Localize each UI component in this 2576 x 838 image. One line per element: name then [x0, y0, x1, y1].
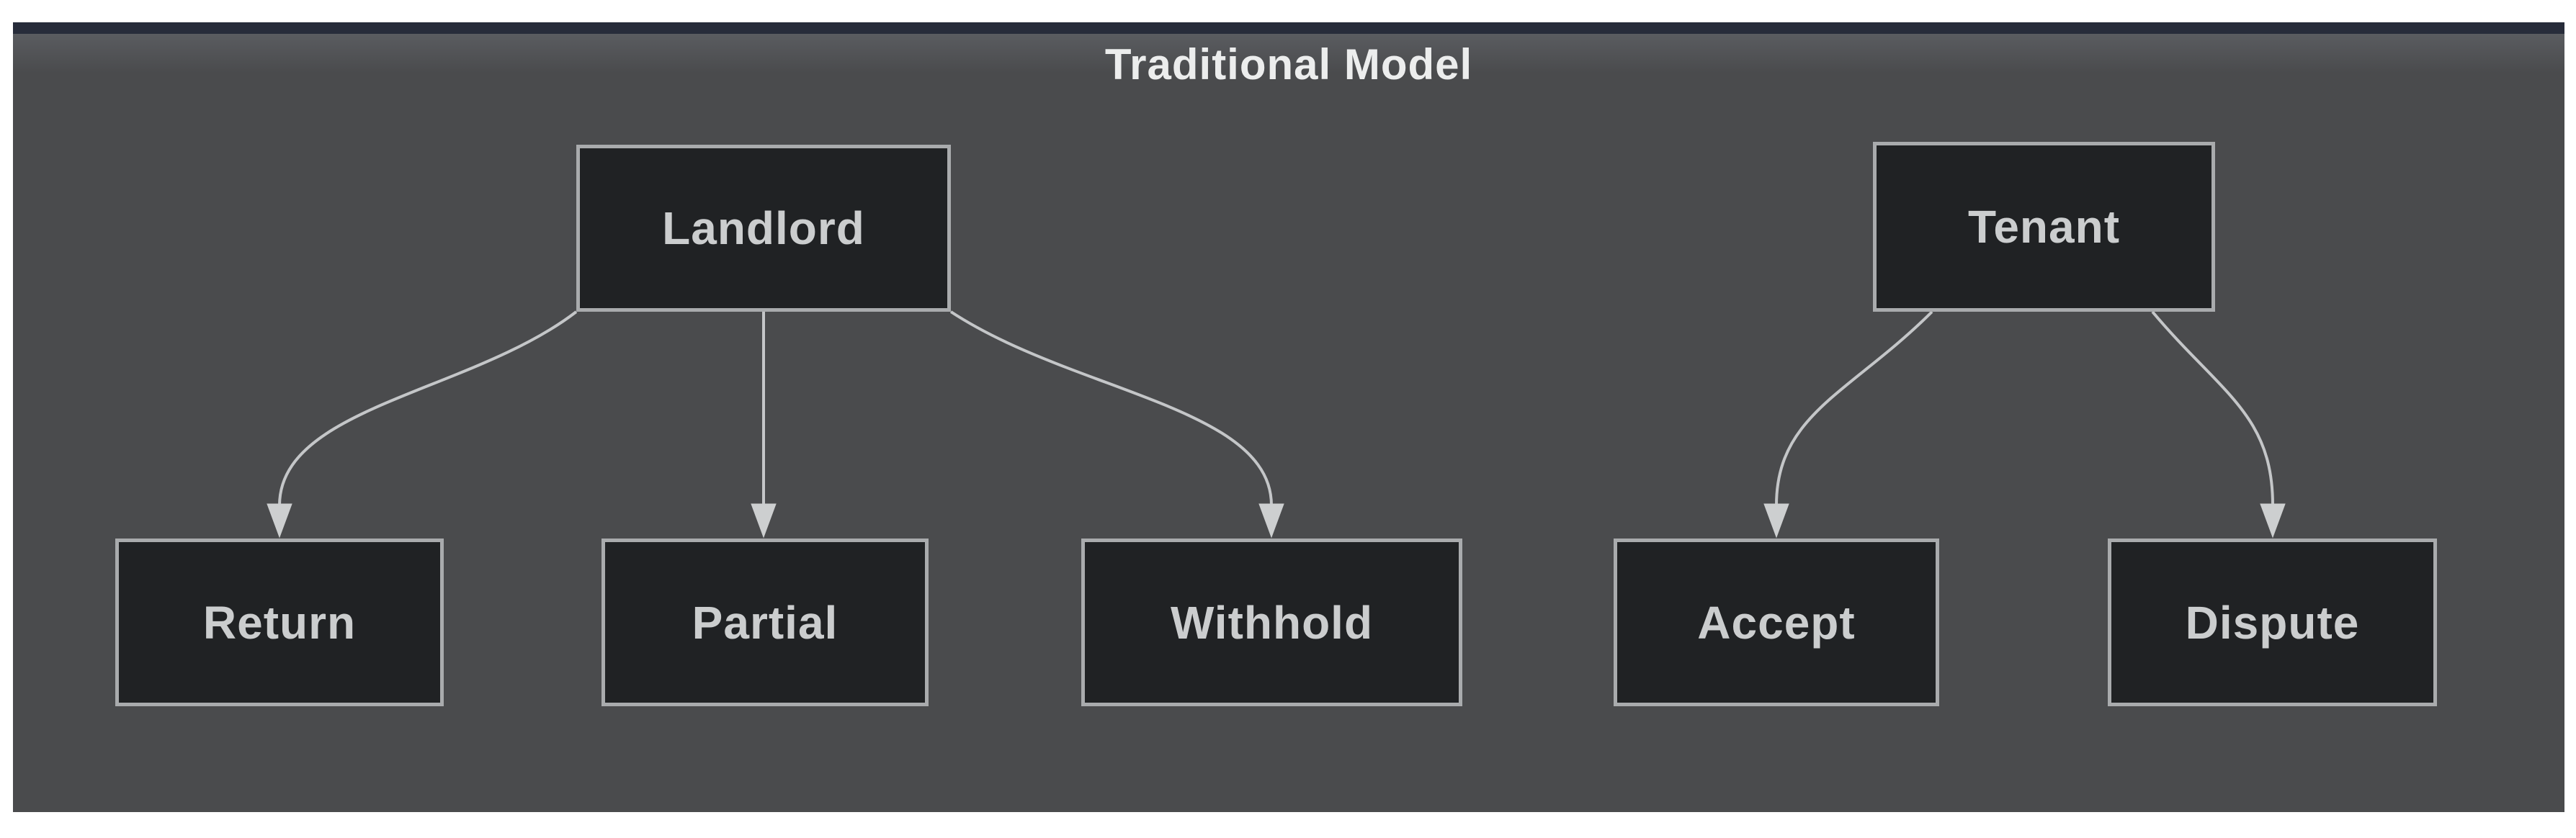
node-label: Withhold [1170, 596, 1374, 649]
node-label: Accept [1697, 596, 1856, 649]
node-label: Return [202, 596, 357, 649]
node-landlord: Landlord [576, 145, 951, 312]
node-dispute: Dispute [2108, 539, 2437, 706]
panel-top-strip [13, 22, 2564, 34]
node-label: Tenant [1967, 201, 2121, 253]
node-partial: Partial [601, 539, 929, 706]
diagram-title: Traditional Model [1104, 40, 1473, 89]
node-accept: Accept [1614, 539, 1939, 706]
node-withhold: Withhold [1081, 539, 1462, 706]
node-tenant: Tenant [1873, 142, 2215, 312]
node-label: Landlord [662, 202, 865, 254]
node-label: Partial [692, 596, 838, 649]
node-return: Return [115, 539, 444, 706]
node-label: Dispute [2185, 596, 2360, 649]
